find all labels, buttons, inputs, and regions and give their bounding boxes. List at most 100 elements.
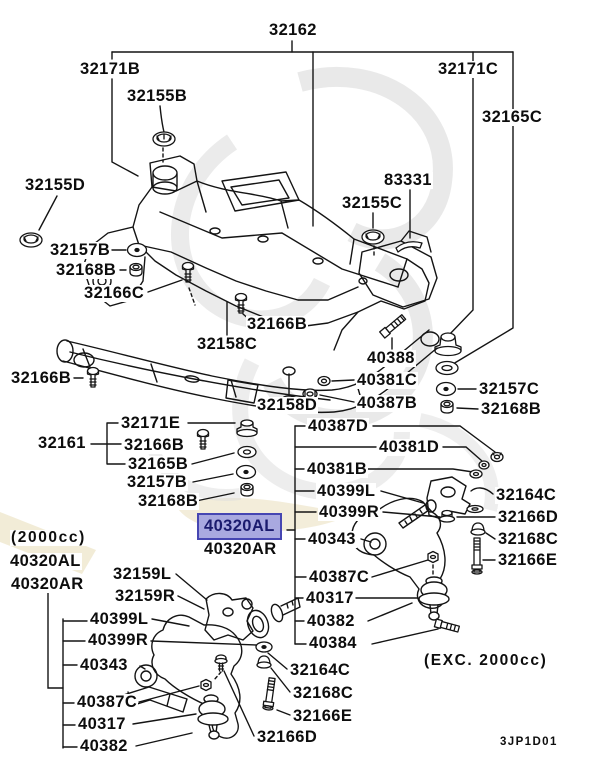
part-label-32166d-57[interactable]: 32166D (256, 728, 319, 746)
part-label-32171e-20[interactable]: 32171E (120, 414, 182, 432)
leader-lines (38, 40, 514, 749)
part-glyph-flangebolt-32166d-bottom (214, 654, 228, 672)
part-glyph-nut-32168b-1 (129, 262, 143, 277)
part-label-40343-34[interactable]: 40343 (307, 530, 357, 548)
part-glyph-bushing-32171c-target (434, 332, 462, 357)
part-label-40387c-52[interactable]: 40387C (76, 693, 139, 711)
part-label-40381b-26[interactable]: 40381B (306, 460, 369, 478)
part-label-32171b-1[interactable]: 32171B (79, 60, 142, 78)
note-label-2000cc-37: (2000cc) (10, 529, 87, 546)
part-label-40382-45[interactable]: 40382 (306, 612, 356, 630)
part-label-32157b-8[interactable]: 32157B (49, 241, 112, 259)
part-label-40320ar-42[interactable]: 40320AR (10, 575, 85, 593)
part-label-40399r-48[interactable]: 40399R (87, 631, 150, 649)
part-glyph-washer-32157b-2 (235, 464, 257, 480)
part-label-32164c-31[interactable]: 32164C (495, 486, 558, 504)
part-glyph-washer-32164c-right (466, 504, 484, 514)
control-arm-left-drawing (116, 592, 301, 740)
part-glyph-hexbolt-40388 (379, 314, 407, 339)
part-glyph-stud-32166e-bottom (262, 677, 276, 711)
part-label-40384-47[interactable]: 40384 (308, 634, 358, 652)
part-label-32168c-36[interactable]: 32168C (497, 530, 560, 548)
part-glyph-hexnut-40387c-bottom (200, 678, 212, 692)
part-label-32162-0[interactable]: 32162 (268, 21, 318, 39)
part-label-40399r-30[interactable]: 40399R (318, 503, 381, 521)
part-glyph-flangenut-32166d-right (438, 509, 456, 523)
part-label-40317-54[interactable]: 40317 (77, 715, 127, 733)
part-glyph-hexbolt-40384 (433, 618, 461, 633)
part-label-32168b-9[interactable]: 32168B (55, 261, 118, 279)
part-glyph-cap-32155d (19, 232, 43, 248)
part-glyph-stud-32166e-right (471, 537, 483, 575)
part-label-40320ar-35[interactable]: 40320AR (203, 540, 278, 558)
part-glyph-cap-32155c (361, 229, 385, 245)
part-label-32166e-55[interactable]: 32166E (292, 707, 354, 725)
part-label-32155c-6[interactable]: 32155C (341, 194, 404, 212)
part-glyph-washer-40381c (317, 375, 331, 387)
crossmember-drawing (56, 155, 440, 414)
part-glyph-nut-32168b-2 (240, 482, 254, 497)
part-label-32159r-44[interactable]: 32159R (114, 587, 177, 605)
part-label-selected-40320al-32[interactable]: 40320AL (197, 513, 282, 540)
part-glyph-bushing-40387b (302, 388, 318, 400)
hardware-parts (19, 131, 504, 711)
part-label-32164c-51[interactable]: 32164C (289, 661, 352, 679)
part-label-40388-13[interactable]: 40388 (366, 349, 416, 367)
part-label-32157b-27[interactable]: 32157B (126, 473, 189, 491)
part-glyph-ring-40381d-target (478, 460, 490, 470)
part-label-40317-43[interactable]: 40317 (305, 589, 355, 607)
part-glyph-washer-32157b-1 (126, 242, 148, 258)
part-label-32171c-3[interactable]: 32171C (437, 60, 500, 78)
drawing-code-3jp1d01-58: 3JP1D01 (499, 736, 559, 749)
part-glyph-capnut-32168c-bottom (256, 655, 272, 669)
part-glyph-washer-32164c-bottom (255, 641, 273, 653)
part-glyph-capnut-32168c-right (470, 522, 486, 536)
part-label-40399l-46[interactable]: 40399L (89, 610, 150, 628)
part-label-32165c-4[interactable]: 32165C (481, 108, 544, 126)
part-label-83331-5[interactable]: 83331 (383, 171, 433, 189)
part-label-32168b-29[interactable]: 32168B (137, 492, 200, 510)
part-label-40399l-28[interactable]: 40399L (316, 482, 377, 500)
part-label-40320al-39[interactable]: 40320AL (9, 552, 82, 570)
part-label-32166e-38[interactable]: 32166E (497, 551, 559, 569)
part-glyph-nut-40387d-target (490, 451, 504, 463)
part-label-32155b-2[interactable]: 32155B (126, 87, 189, 105)
part-label-32168c-53[interactable]: 32168C (292, 684, 355, 702)
note-label-exc2000cc-49: (EXC. 2000cc) (423, 652, 549, 669)
part-glyph-bushing-32171e (236, 419, 258, 438)
part-glyph-washer-32157c (435, 381, 457, 397)
part-label-32157c-16[interactable]: 32157C (478, 380, 541, 398)
part-label-40382-56[interactable]: 40382 (79, 737, 129, 755)
part-label-32166b-11[interactable]: 32166B (246, 315, 309, 333)
part-label-40387d-21[interactable]: 40387D (307, 417, 370, 435)
part-glyph-washer-32165b (237, 445, 257, 459)
part-label-32158d-17[interactable]: 32158D (256, 396, 319, 414)
part-label-32161-22[interactable]: 32161 (37, 434, 87, 452)
part-label-32165b-25[interactable]: 32165B (127, 455, 190, 473)
part-label-40343-50[interactable]: 40343 (79, 656, 129, 674)
part-glyph-clip-83331 (395, 241, 423, 253)
part-label-40387b-18[interactable]: 40387B (356, 394, 419, 412)
part-label-40381c-15[interactable]: 40381C (356, 371, 419, 389)
part-glyph-nut-32168b-right (440, 399, 454, 414)
part-glyph-washer-40381b-target (469, 469, 483, 479)
part-label-32166b-23[interactable]: 32166B (123, 436, 186, 454)
part-glyph-bolt-32166c (181, 261, 195, 283)
part-label-32158c-12[interactable]: 32158C (196, 335, 259, 353)
part-glyph-bolt-32166b-left (86, 366, 100, 388)
part-glyph-bolt-32166b-center (234, 292, 248, 314)
part-label-40387c-40[interactable]: 40387C (308, 568, 371, 586)
part-glyph-hexnut-40387c-right (427, 550, 439, 564)
part-glyph-cap-32155b (152, 131, 176, 147)
part-label-32166b-14[interactable]: 32166B (10, 369, 73, 387)
part-label-32166c-10[interactable]: 32166C (83, 284, 146, 302)
part-label-40381d-24[interactable]: 40381D (378, 438, 441, 456)
part-label-32159l-41[interactable]: 32159L (112, 565, 173, 583)
part-label-32166d-33[interactable]: 32166D (497, 508, 560, 526)
part-glyph-bolt-32166b-column (196, 428, 210, 450)
part-label-32168b-19[interactable]: 32168B (480, 400, 543, 418)
part-label-32155d-7[interactable]: 32155D (24, 176, 87, 194)
part-glyph-washer-32165c-target (435, 360, 459, 376)
